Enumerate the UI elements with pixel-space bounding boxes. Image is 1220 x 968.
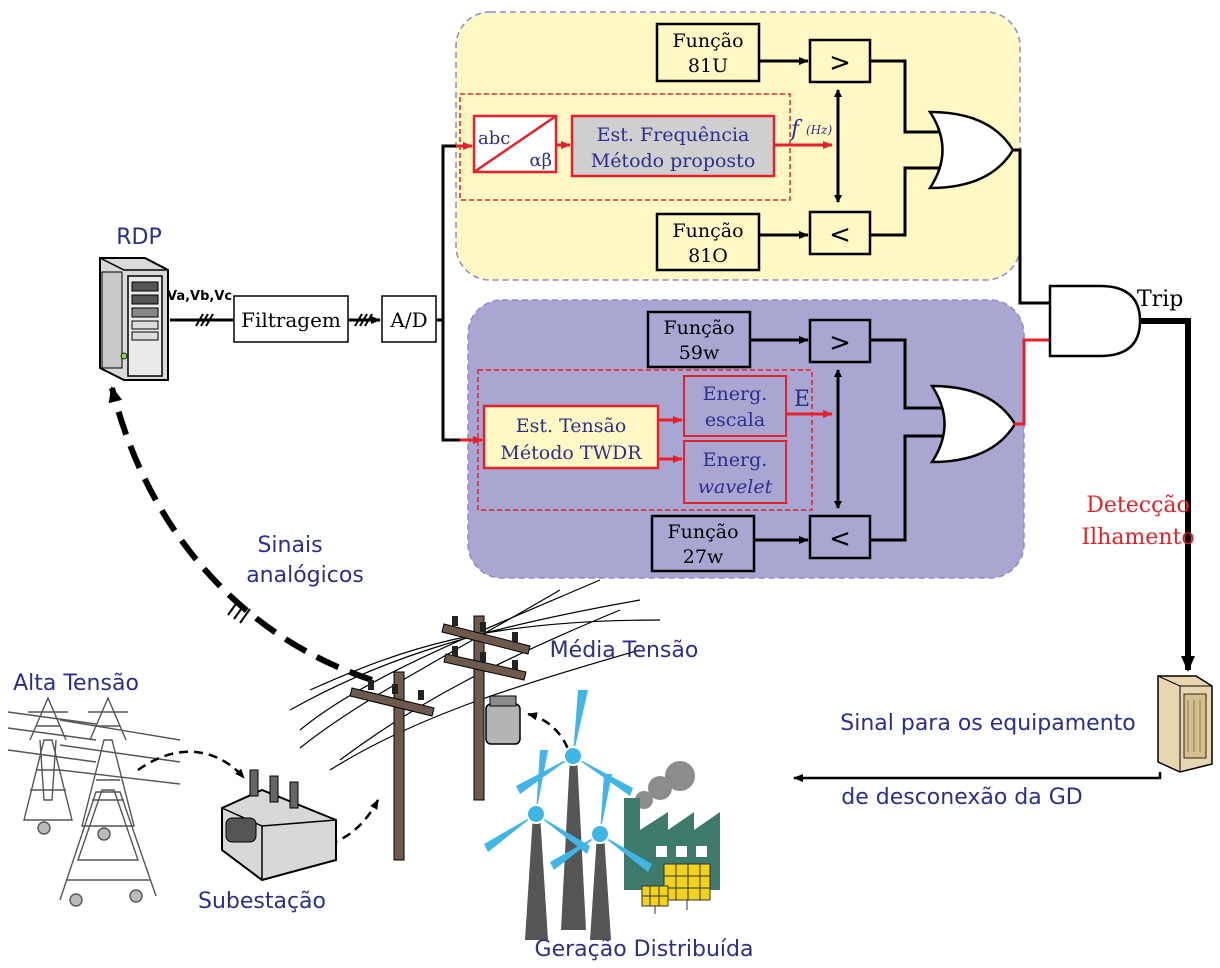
- function-27w-block: Função 27w: [650, 514, 756, 573]
- distributed-generation-label: Geração Distribuída: [535, 937, 754, 962]
- wind-turbines-icon: [484, 690, 652, 940]
- abc-alphabeta-transform: abc αβ: [472, 114, 558, 174]
- disconnect-signal-label-1: Sinal para os equipamento: [840, 711, 1136, 736]
- svg-text:81U: 81U: [688, 55, 728, 77]
- signal-input-bus: [170, 313, 234, 327]
- svg-text:Método proposto: Método proposto: [591, 150, 756, 172]
- disconnect-signal-arrow: [793, 772, 1162, 782]
- or-gate-frequency: [927, 110, 1015, 190]
- ad-output-split: [436, 142, 483, 444]
- hv-to-substation-arrow: [137, 750, 245, 779]
- svg-text:<: <: [829, 524, 851, 554]
- rdp-label: RDP: [116, 225, 162, 250]
- comparator-greater-freq: >: [808, 38, 872, 84]
- svg-text:wavelet: wavelet: [698, 476, 773, 498]
- islanding-detection-label-1: Detecção: [1086, 493, 1190, 518]
- frequency-estimation-block: Est. Frequência Método proposto: [570, 114, 776, 178]
- svg-text:A/D: A/D: [389, 308, 427, 332]
- voltages-label: Va,Vb,Vc: [167, 289, 232, 304]
- frequency-unit: (Hz): [806, 123, 832, 137]
- transmission-towers-icon: [7, 696, 181, 907]
- substation-icon: [221, 769, 337, 882]
- comparator-less-freq: <: [808, 210, 872, 256]
- analog-bus-ticks: [227, 600, 251, 624]
- svg-text:>: >: [829, 48, 851, 78]
- ad-converter-block: A/D: [381, 295, 437, 343]
- distribution-poles-icon: [289, 579, 661, 861]
- function-59w-block: Função 59w: [646, 310, 752, 369]
- svg-text:αβ: αβ: [529, 150, 552, 171]
- comparator-less-volt: <: [808, 514, 872, 560]
- substation-label: Subestação: [198, 889, 326, 914]
- solar-panels-icon: [641, 863, 711, 914]
- relay-server-icon: [1157, 675, 1213, 773]
- svg-text:81O: 81O: [688, 245, 728, 267]
- analog-signals-arrow: [108, 386, 373, 683]
- wavelet-energy-block: Energ. wavelet: [683, 440, 787, 504]
- svg-text:27w: 27w: [683, 546, 724, 568]
- substation-to-mv-arrow: [299, 799, 380, 854]
- svg-text:59w: 59w: [679, 342, 720, 364]
- svg-text:>: >: [829, 328, 851, 358]
- svg-text:abc: abc: [478, 128, 510, 149]
- filtering-block: Filtragem: [233, 295, 349, 343]
- dg-to-mv-arrow: [527, 712, 578, 793]
- svg-text:Função: Função: [672, 220, 743, 242]
- function-81o-block: Função 81O: [655, 212, 761, 272]
- trip-label: Trip: [1137, 287, 1183, 312]
- medium-voltage-label: Média Tensão: [550, 638, 699, 663]
- svg-text:Método TWDR: Método TWDR: [500, 442, 642, 464]
- voltage-estimator-group: [477, 369, 813, 511]
- svg-text:Est. Frequência: Est. Frequência: [597, 124, 750, 146]
- scale-energy-block: Energ. escala: [683, 375, 787, 437]
- analog-signals-label-1: Sinais: [257, 533, 322, 558]
- svg-text:Função: Função: [663, 317, 734, 339]
- svg-text:escala: escala: [705, 409, 765, 431]
- svg-text:<: <: [829, 220, 851, 250]
- svg-text:Função: Função: [667, 521, 738, 543]
- voltage-panel-wires: [658, 336, 1050, 544]
- comparator-greater-volt: >: [808, 318, 872, 364]
- filter-to-ad-bus: [348, 313, 381, 327]
- or-gate-voltage: [929, 384, 1017, 464]
- disconnect-signal-label-2: de desconexão da GD: [841, 785, 1082, 810]
- svg-text:Filtragem: Filtragem: [241, 308, 341, 332]
- voltage-estimation-block: Est. Tensão Método TWDR: [482, 404, 660, 470]
- svg-text:Função: Função: [672, 30, 743, 52]
- islanding-detection-label-2: Ilhamento: [1081, 525, 1194, 550]
- analog-signals-label-2: analógicos: [246, 563, 364, 588]
- trip-output-wire: [1140, 318, 1195, 672]
- function-81u-block: Função 81U: [655, 22, 761, 83]
- frequency-panel-wires: [556, 57, 1050, 305]
- svg-text:Energ.: Energ.: [703, 449, 768, 471]
- svg-text:Energ.: Energ.: [703, 383, 768, 405]
- energy-symbol: E: [794, 387, 810, 412]
- rdp-server-icon: [99, 257, 169, 381]
- svg-text:Est. Tensão: Est. Tensão: [516, 415, 627, 437]
- and-gate-trip: [1048, 284, 1142, 358]
- high-voltage-label: Alta Tensão: [13, 671, 139, 696]
